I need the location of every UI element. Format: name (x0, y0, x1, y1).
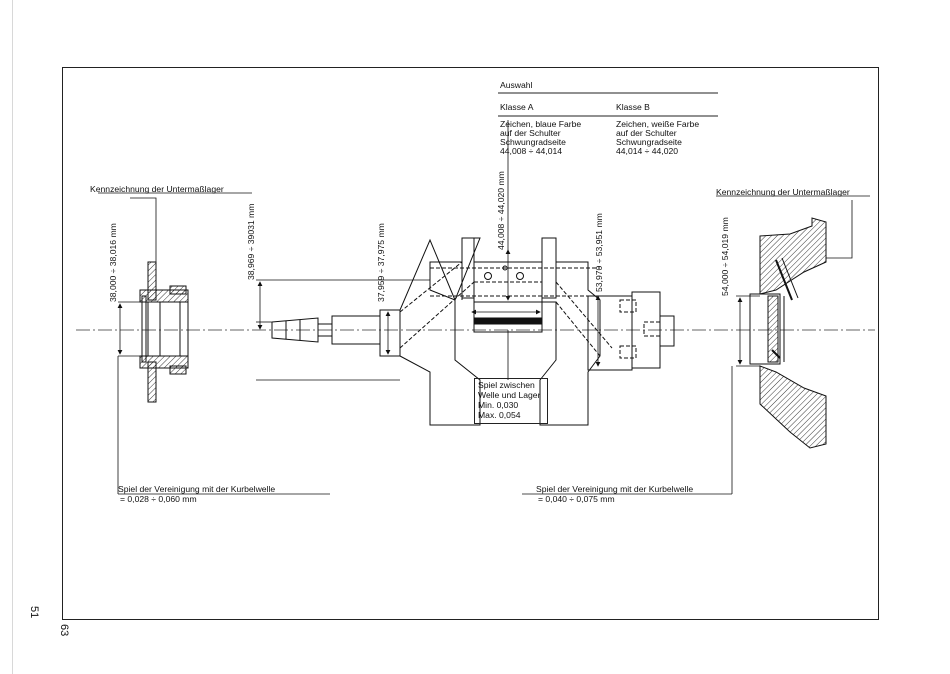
left-marking-label: Kennzeichnung der Untermaßlager (90, 184, 224, 194)
class-b-line3: Schwungradseite (616, 137, 682, 147)
drawing-frame (62, 67, 879, 620)
class-a-title: Klasse A (500, 102, 534, 112)
right-marking-label: Kennzeichnung der Untermaßlager (716, 187, 850, 197)
dimension-d2: 38,969 ÷ 39031 mm (246, 203, 256, 280)
page-edge-line (12, 0, 13, 674)
dimension-lines (98, 120, 870, 495)
class-b-line1: Zeichen, weiße Farbe (616, 119, 700, 129)
class-b-title: Klasse B (616, 102, 650, 112)
center-play-box (474, 378, 548, 424)
selection-heading: Auswahl (500, 80, 533, 90)
right-bearing (749, 217, 827, 449)
dimension-d4: 44,008 ÷ 44,020 mm (496, 171, 506, 250)
class-a-line1: Zeichen, blaue Farbe (500, 119, 582, 129)
center-play-max: Max. 0,054 (478, 410, 521, 420)
dimension-d3: 37,959 ÷ 37,975 mm (376, 223, 386, 302)
left-play-title: Spiel der Vereinigung mit der Kurbelwell… (118, 484, 276, 494)
left-bearing (139, 261, 189, 403)
page-number-outer: 51 (28, 606, 40, 619)
class-a-line3: Schwungradseite (500, 137, 566, 147)
left-play-value: = 0,028 ÷ 0,060 mm (120, 494, 197, 504)
dimension-d6: 54,000 ÷ 54,019 mm (720, 217, 730, 296)
dimension-d1: 38,000 ÷ 38,016 mm (108, 223, 118, 302)
center-play-line1: Spiel zwischen (478, 380, 535, 390)
page-number-inner: 63 (58, 624, 70, 637)
right-play-title: Spiel der Vereinigung mit der Kurbelwell… (536, 484, 694, 494)
crankshaft (271, 237, 675, 426)
class-a-value: 44,008 ÷ 44,014 (500, 146, 563, 156)
center-play-line2: Welle und Lager (478, 390, 541, 400)
right-play-value: = 0,040 ÷ 0,075 mm (538, 494, 615, 504)
selection-table-lines (498, 92, 718, 117)
center-play-min: Min. 0,030 (478, 400, 519, 410)
class-a-line2: auf der Schulter (500, 128, 561, 138)
dimension-d5: 53,970 ÷ 53,951 mm (594, 213, 604, 292)
class-b-line2: auf der Schulter (616, 128, 677, 138)
class-b-value: 44,014 ÷ 44,020 (616, 146, 679, 156)
